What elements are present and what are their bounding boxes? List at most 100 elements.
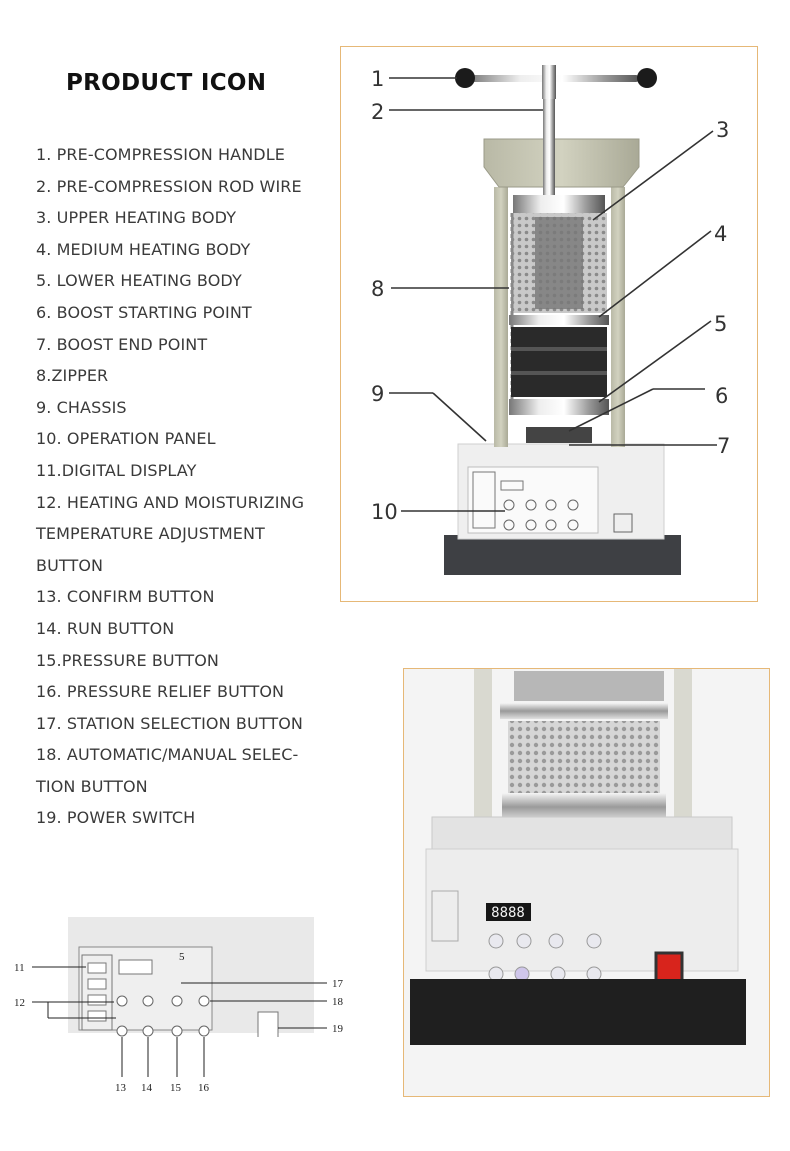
- handle-hub: [542, 65, 556, 99]
- frame-crossbar: [483, 138, 640, 188]
- diagram-callout-18: 18: [332, 996, 344, 1008]
- legend-item: 7. BOOST END POINT: [36, 334, 208, 354]
- legend-item: 11.DIGITAL DISPLAY: [36, 460, 197, 480]
- machine-illustration: 1 2 3 4 5 6 7 8 9 10: [371, 65, 730, 575]
- legend-item: 18. AUTOMATIC/MANUAL SELEC-: [36, 745, 299, 765]
- front-button: [488, 966, 504, 982]
- chassis-illustration: 8888: [404, 669, 769, 1096]
- front-button: [488, 933, 504, 949]
- panel-button: [525, 519, 537, 531]
- legend-item: 16. PRESSURE RELIEF BUTTON: [36, 682, 285, 702]
- callout-3: 3: [716, 118, 729, 142]
- diagram-callout-lines: [32, 966, 327, 1029]
- panel-display: [500, 480, 524, 491]
- diagram-callout-14: 14: [141, 1082, 153, 1093]
- mesh-cylinder: [508, 721, 660, 793]
- base-block: [410, 979, 746, 1045]
- page-title: PRODUCT ICON: [66, 70, 267, 96]
- upper-ring: [500, 703, 668, 719]
- front-indicator: [431, 890, 459, 942]
- diagram-callout-13: 13: [115, 1082, 127, 1093]
- panel-button: [545, 499, 557, 511]
- panel-button: [525, 499, 537, 511]
- front-button: [516, 933, 532, 949]
- legend-item: 19. POWER SWITCH: [36, 808, 196, 828]
- indicator-segment: [87, 978, 107, 990]
- chassis-top: [431, 816, 733, 850]
- pillar-right: [674, 669, 692, 829]
- diagram-button: [171, 995, 183, 1007]
- chassis-front: [425, 848, 739, 972]
- machine-base: [444, 535, 681, 575]
- diagram-callout-16: 16: [198, 1082, 210, 1093]
- diagram-button: [116, 995, 128, 1007]
- legend-item: 10. OPERATION PANEL: [36, 429, 216, 449]
- legend-item: 8.ZIPPER: [36, 366, 109, 386]
- diagram-callout-lines-lower: [121, 1037, 205, 1077]
- lower-band: [511, 347, 607, 351]
- upper-heating-body: [513, 195, 605, 213]
- legend-item: 5. LOWER HEATING BODY: [36, 271, 242, 291]
- diagram-callout-11: 11: [14, 962, 25, 974]
- display-digits: 8888: [491, 905, 525, 921]
- callout-2: 2: [371, 100, 384, 124]
- display-box: [118, 959, 153, 975]
- upper-body: [514, 671, 664, 701]
- bottom-plate: [509, 399, 609, 415]
- legend-item: 1. PRE-COMPRESSION HANDLE: [36, 145, 285, 164]
- diagram-button: [116, 1025, 128, 1037]
- diagram-button: [142, 1025, 154, 1037]
- callout-8: 8: [371, 277, 384, 301]
- indicator-segment: [87, 1010, 107, 1022]
- callout-9: 9: [371, 382, 384, 406]
- front-button: [550, 966, 566, 982]
- callout-10: 10: [371, 500, 398, 524]
- switch-box: [257, 1011, 279, 1037]
- legend-item: 4. MEDIUM HEATING BODY: [36, 239, 251, 259]
- panel-diagram-lower-callouts: 13 14 15 16: [115, 1037, 210, 1093]
- indicator-segment: [87, 994, 107, 1006]
- panel-button: [503, 519, 515, 531]
- legend-item: BUTTON: [36, 555, 104, 575]
- legend-item: 3. UPPER HEATING BODY: [36, 208, 237, 228]
- screw-rod: [543, 95, 555, 207]
- lower-ring: [509, 315, 609, 325]
- panel-button: [545, 519, 557, 531]
- diagram-button: [198, 995, 210, 1007]
- boost-cylinder: [526, 427, 592, 443]
- legend-item: 6. BOOST STARTING POINT: [36, 302, 252, 322]
- callout-1: 1: [371, 67, 384, 91]
- indicator-segment: [87, 962, 107, 974]
- chassis-closeup-photo: 8888: [403, 668, 770, 1097]
- legend-item: 12. HEATING AND MOISTURIZING: [36, 492, 305, 512]
- machine-photo: 1 2 3 4 5 6 7 8 9 10: [340, 46, 758, 602]
- lower-heating-body: [511, 327, 607, 397]
- diagram-button: [198, 1025, 210, 1037]
- diagram-callout-19: 19: [332, 1023, 344, 1035]
- frame-pillar-right: [611, 187, 625, 447]
- panel-indicator: [472, 471, 496, 529]
- panel-diagram: 11 12 17 18 19 5: [14, 917, 344, 1037]
- component-legend: 1. PRE-COMPRESSION HANDLE 2. PRE-COMPRES…: [36, 139, 326, 834]
- front-button: [548, 933, 564, 949]
- diagram-callout-12: 12: [14, 997, 25, 1009]
- callout-6: 6: [715, 384, 728, 408]
- inner-cylinder: [535, 217, 583, 309]
- handle-knob-left: [455, 68, 475, 88]
- power-switch: [613, 513, 633, 533]
- callout-5: 5: [714, 312, 727, 336]
- pillar-left: [474, 669, 492, 829]
- frame-pillar-left: [494, 187, 508, 447]
- front-button: [586, 966, 602, 982]
- legend-item: 14. RUN BUTTON: [36, 618, 175, 638]
- diagram-callout-15: 15: [170, 1082, 182, 1093]
- diagram-button: [171, 1025, 183, 1037]
- front-button: [514, 966, 530, 982]
- handle-knob-right: [637, 68, 657, 88]
- diagram-button: [142, 995, 154, 1007]
- legend-item: 13. CONFIRM BUTTON: [36, 587, 215, 607]
- legend-item: 9. CHASSIS: [36, 397, 127, 417]
- callout-4: 4: [714, 222, 727, 246]
- legend-item: 15.PRESSURE BUTTON: [36, 650, 219, 670]
- panel-button: [503, 499, 515, 511]
